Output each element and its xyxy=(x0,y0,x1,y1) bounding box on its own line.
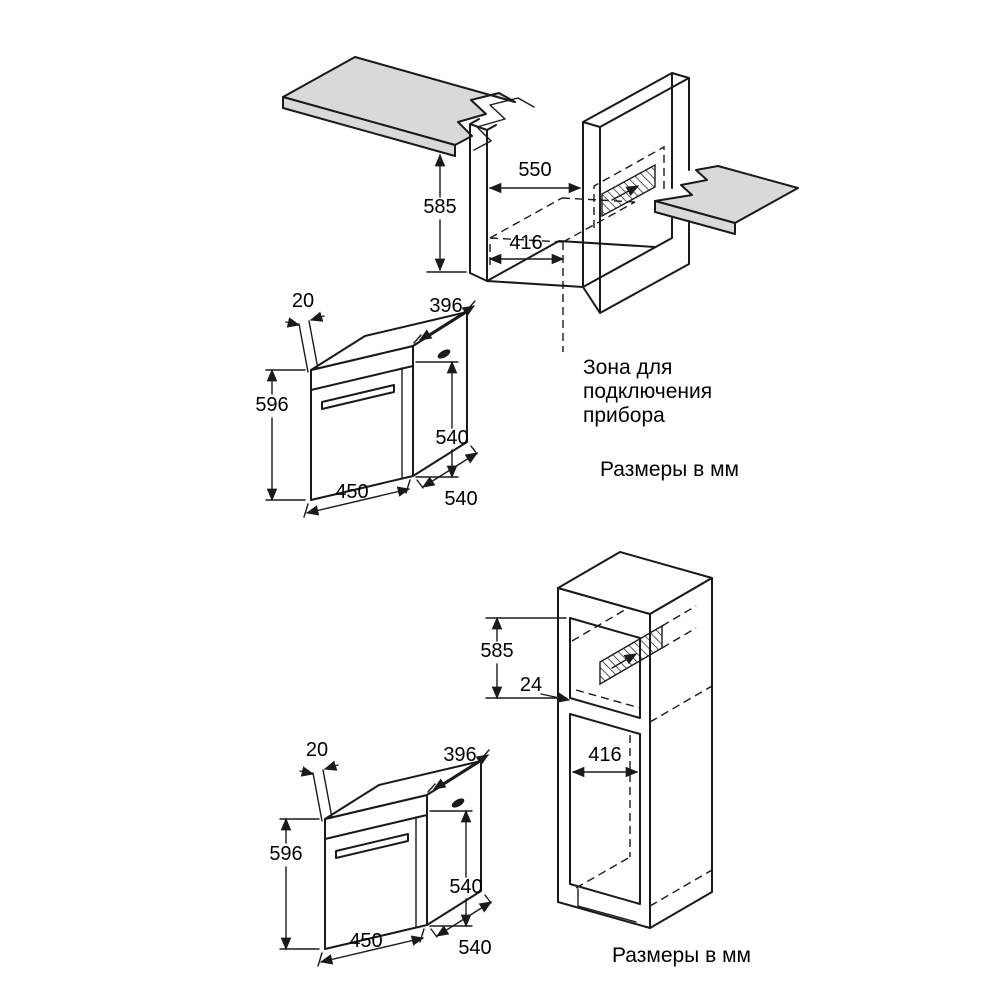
dim-oven-depth: 540 xyxy=(430,894,493,959)
dim-label-door-height: 540 xyxy=(435,427,468,449)
dim-label-niche-width: 416 xyxy=(588,744,621,766)
connection-zone-label: Зона для подключения прибора xyxy=(583,356,712,427)
dim-oven-top-depth: 396 xyxy=(427,744,490,793)
units-note-bottom: Размеры в мм xyxy=(612,944,751,967)
dim-zone-distance-top: 416 xyxy=(488,232,565,265)
oven-side-grip-hole xyxy=(437,349,451,359)
countertop xyxy=(282,56,799,235)
niche-left-wall xyxy=(469,118,497,282)
dim-label-niche-height: 585 xyxy=(480,640,513,662)
tall-cabinet xyxy=(557,551,713,929)
dim-line xyxy=(319,935,425,965)
connection-zone-dashed-outline xyxy=(593,145,665,228)
cabinet-hidden-edges-dashed xyxy=(571,607,713,907)
dim-extension xyxy=(312,769,333,822)
dim-label-depth: 540 xyxy=(458,937,491,959)
countertop-right-front-face xyxy=(654,200,736,235)
zone-projection-dashed xyxy=(489,197,636,352)
niche-right-wall xyxy=(582,72,690,314)
dim-line xyxy=(432,754,490,790)
top-diagram: 585 550 416 20 xyxy=(255,56,799,518)
oven-door-handle xyxy=(321,384,395,410)
oven-door-handle xyxy=(335,833,409,859)
dim-label-width: 450 xyxy=(349,930,382,952)
cabinet-lower-opening xyxy=(569,713,641,905)
dim-extension xyxy=(298,320,319,373)
dim-arrow xyxy=(285,317,301,328)
oven-control-panel-line xyxy=(310,365,414,391)
dim-oven-front-gap: 20 xyxy=(299,739,339,822)
dim-niche-width-top: 550 xyxy=(488,159,582,194)
oven-bottom: 20 396 596 540 450 xyxy=(269,739,493,967)
dim-niche-height-bottom: 585 xyxy=(480,616,567,700)
dim-label-top-depth: 396 xyxy=(443,744,476,766)
dim-label-niche-width: 550 xyxy=(518,159,551,181)
dim-label-door-height: 540 xyxy=(449,876,482,898)
dim-arrow xyxy=(299,766,315,777)
dim-label-depth: 540 xyxy=(444,488,477,510)
countertop-right-top-face xyxy=(654,165,799,224)
dim-label-niche-height: 585 xyxy=(423,196,456,218)
dim-oven-width: 450 xyxy=(303,479,411,518)
dim-label-rear-gap: 24 xyxy=(520,674,542,696)
cabinet-plinth xyxy=(577,888,637,923)
connection-zone-bottom xyxy=(599,605,697,686)
dim-arrow xyxy=(323,760,339,771)
dim-label-width: 450 xyxy=(335,481,368,503)
dim-line xyxy=(418,305,476,341)
connection-zone-arrow xyxy=(611,653,638,669)
bottom-diagram: 585 24 416 20 xyxy=(269,551,751,967)
dim-line xyxy=(305,486,411,516)
cabinet-upper-opening xyxy=(569,617,641,719)
dim-niche-height-top: 585 xyxy=(423,153,467,273)
dim-niche-width-bottom: 416 xyxy=(571,744,639,778)
connection-zone-dashed-ext xyxy=(661,605,697,649)
dim-label-height: 596 xyxy=(255,394,288,416)
dim-label-front-gap: 20 xyxy=(306,739,328,761)
dim-rear-gap: 24 xyxy=(520,674,571,703)
shelf-rear-gap-dashed xyxy=(575,689,641,709)
dim-leader xyxy=(540,692,571,703)
connection-zone-top xyxy=(489,145,665,352)
zone-label-line3: прибора xyxy=(583,404,665,427)
connection-zone-arrow xyxy=(611,185,640,201)
dim-label-top-depth: 396 xyxy=(429,295,462,317)
dim-label-zone-distance: 416 xyxy=(509,232,542,254)
dim-oven-height: 596 xyxy=(255,368,306,502)
dim-label-front-gap: 20 xyxy=(292,290,314,312)
dim-line xyxy=(435,901,493,937)
under-counter-niche xyxy=(469,72,690,314)
oven-top: 20 396 596 540 450 xyxy=(255,290,479,518)
oven-control-panel-line xyxy=(324,814,428,840)
dim-oven-height: 596 xyxy=(269,817,320,951)
dim-arrow xyxy=(309,311,325,322)
dim-oven-front-gap: 20 xyxy=(285,290,325,373)
dim-line xyxy=(421,452,479,488)
countertop-break-line xyxy=(473,97,535,151)
oven-side-grip-hole xyxy=(451,798,465,808)
dim-oven-depth: 540 xyxy=(416,445,479,510)
units-note-top: Размеры в мм xyxy=(600,458,739,481)
countertop-left-top-face xyxy=(282,56,516,146)
dim-oven-top-depth: 396 xyxy=(413,295,476,344)
dim-label-height: 596 xyxy=(269,843,302,865)
countertop-left-front-face xyxy=(282,96,456,157)
zone-label-line2: подключения xyxy=(583,380,712,403)
zone-label-line1: Зона для xyxy=(583,356,672,379)
dim-oven-width: 450 xyxy=(317,928,425,967)
cabinet-side-face xyxy=(649,577,713,929)
